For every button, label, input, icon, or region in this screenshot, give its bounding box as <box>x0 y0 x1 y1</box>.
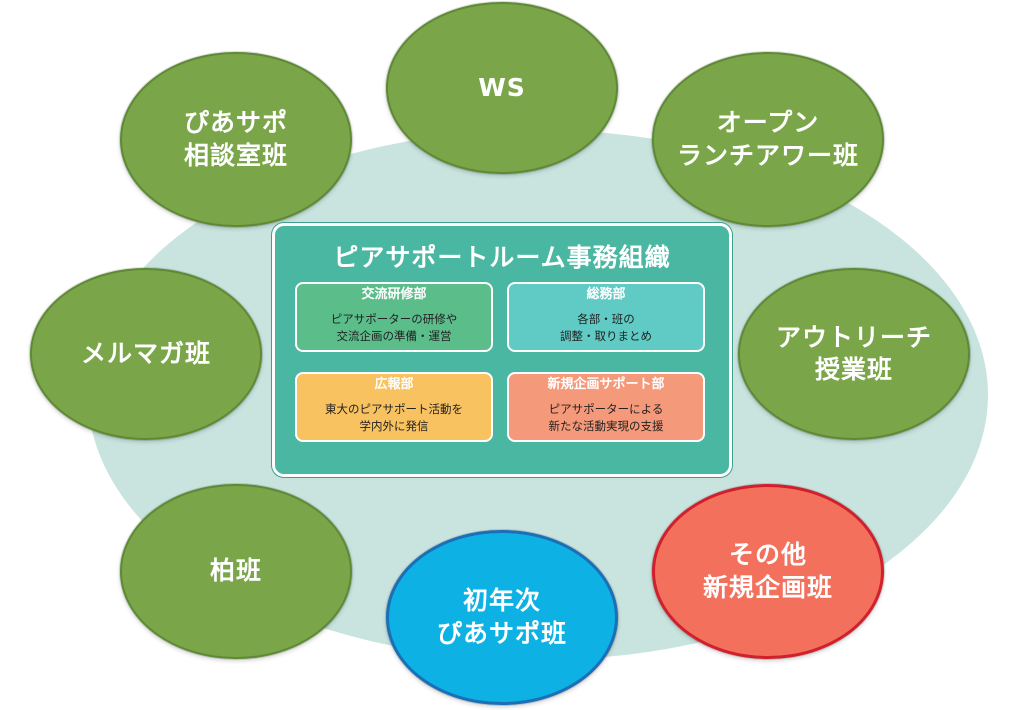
office-panel: ピアサポートルーム事務組織 交流研修部 ピアサポーターの研修や 交流企画の準備・… <box>272 223 732 477</box>
group-open-line-2: ランチアワー班 <box>676 140 859 170</box>
group-mailmag-circle: メルマガ班 <box>30 268 262 440</box>
department-kouhou-name: 広報部 <box>374 377 414 392</box>
department-kouryu-desc-1: ピアサポーターの研修や <box>330 312 458 327</box>
department-kouhou-box: 広報部 東大のピアサポート活動を 学内外に発信 <box>295 372 493 442</box>
group-open-lunch-circle: オープン ランチアワー班 <box>652 52 884 227</box>
group-kashiwa-line-1: 柏班 <box>209 556 262 586</box>
department-soumu-box: 総務部 各部・班の 調整・取りまとめ <box>507 282 705 352</box>
group-ws-circle: WS <box>386 2 618 174</box>
department-kouhou-desc-1: 東大のピアサポート活動を <box>325 402 463 417</box>
department-kouryu-desc-2: 交流企画の準備・運営 <box>336 329 452 343</box>
group-outreach-circle: アウトリーチ 授業班 <box>738 268 970 440</box>
group-first-year-circle: 初年次 ぴあサポ班 <box>386 530 618 705</box>
department-shinki-desc-2: 新たな活動実現の支援 <box>548 419 664 433</box>
department-shinki-name: 新規企画サポート部 <box>547 377 665 392</box>
group-other-line-2: 新規企画班 <box>702 572 833 602</box>
office-title: ピアサポートルーム事務組織 <box>333 243 671 272</box>
group-kashiwa-circle: 柏班 <box>120 484 352 659</box>
group-first-year-line-1: 初年次 <box>462 586 541 615</box>
group-mail-line-1: メルマガ班 <box>80 338 211 368</box>
group-outreach-line-1: アウトリーチ <box>775 322 932 352</box>
department-kouhou-desc-2: 学内外に発信 <box>359 419 429 433</box>
department-shinki-desc-1: ピアサポーターによる <box>548 402 664 417</box>
group-open-line-1: オープン <box>716 108 820 137</box>
group-first-year-line-2: ぴあサポ班 <box>436 618 567 648</box>
department-kouryu-box: 交流研修部 ピアサポーターの研修や 交流企画の準備・運営 <box>295 282 493 352</box>
group-outreach-line-2: 授業班 <box>814 355 893 384</box>
group-other-circle: その他 新規企画班 <box>652 484 884 659</box>
department-shinki-box: 新規企画サポート部 ピアサポーターによる 新たな活動実現の支援 <box>507 372 705 442</box>
group-soudan-line-2: 相談室班 <box>183 140 288 170</box>
department-soumu-desc-2: 調整・取りまとめ <box>560 329 652 343</box>
group-ws-line-1: WS <box>478 72 526 102</box>
department-soumu-name: 総務部 <box>586 287 626 302</box>
department-kouryu-name: 交流研修部 <box>361 287 427 302</box>
department-soumu-desc-1: 各部・班の <box>577 312 635 327</box>
group-soudan-line-1: ぴあサポ <box>183 108 288 137</box>
group-other-line-1: その他 <box>728 540 807 569</box>
group-soudan-circle: ぴあサポ 相談室班 <box>120 52 352 227</box>
